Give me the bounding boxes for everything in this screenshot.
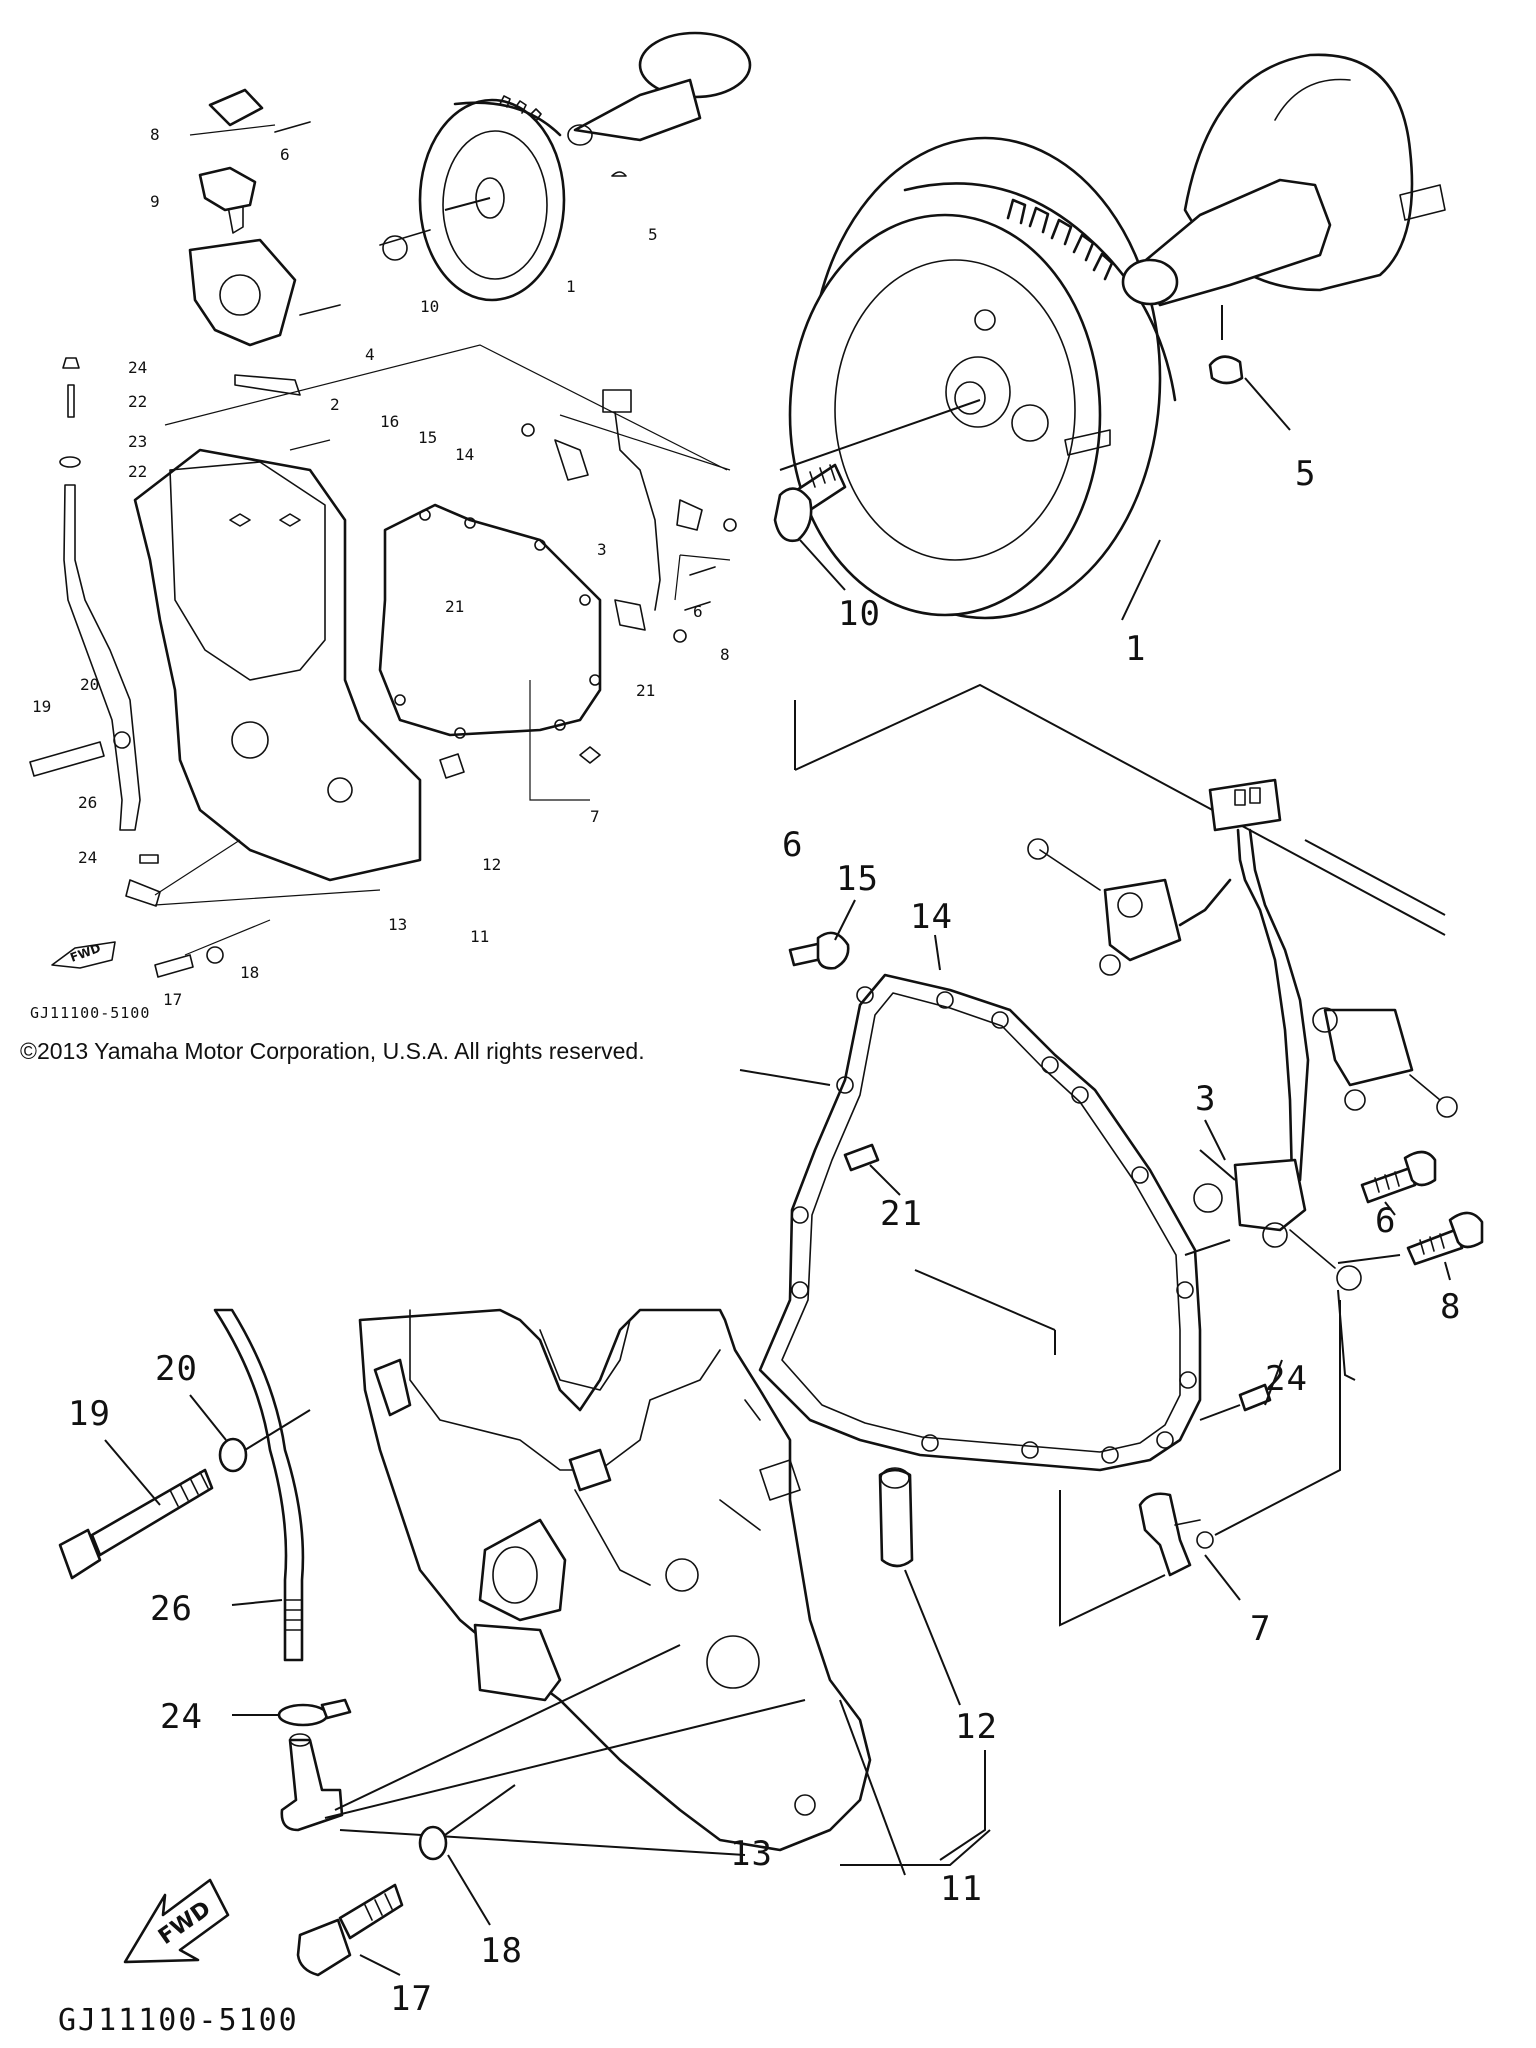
fwd-arrow: FWD — [123, 1878, 230, 1964]
fwd-label-small: FWD — [68, 941, 102, 965]
pickup-coil-harness-small — [521, 389, 737, 801]
flywheel-bolt — [773, 463, 847, 591]
callout-small-23: 22 — [128, 462, 147, 481]
dowel-pin-2 — [1238, 1383, 1272, 1412]
callout-18: 18 — [480, 1931, 523, 1971]
callout-1: 1 — [1125, 629, 1146, 669]
washer-18 — [418, 1825, 448, 1861]
callout-small-15: 15 — [418, 428, 437, 447]
callout-small-13: 13 — [388, 915, 407, 934]
bracket-small — [189, 88, 276, 212]
cover-gasket — [758, 973, 1202, 1472]
flywheel-rotor-small — [418, 95, 566, 302]
callout-3: 3 — [1195, 1079, 1216, 1119]
callout-small-8b: 8 — [720, 645, 730, 664]
callout-small-20: 20 — [80, 675, 99, 694]
callout-13: 13 — [730, 1834, 773, 1874]
callout-small-11: 11 — [470, 927, 489, 946]
callout-small-1: 1 — [566, 277, 576, 296]
callout-11: 11 — [940, 1869, 983, 1909]
callout-small-16: 16 — [380, 412, 399, 431]
callout-14: 14 — [910, 897, 953, 937]
left-parts-small — [29, 357, 465, 978]
callout-small-3: 3 — [597, 540, 607, 559]
callout-21b: 24 — [1265, 1359, 1308, 1399]
callout-small-19: 19 — [32, 697, 51, 716]
callout-small-4: 4 — [365, 345, 375, 364]
callout-small-9: 9 — [150, 192, 160, 211]
pickup-coil-harness — [1027, 778, 1458, 1381]
crankcase-small — [133, 448, 422, 882]
dowel-pin-1 — [843, 1143, 880, 1172]
callout-5: 5 — [1295, 454, 1316, 494]
callout-small-17: 17 — [163, 990, 182, 1009]
callout-small-26: 26 — [78, 793, 97, 812]
callout-small-12: 12 — [482, 855, 501, 874]
callout-small-22: 22 — [128, 392, 147, 411]
overview-callouts: 8 6 9 5 10 1 4 2 24 22 23 22 16 15 14 3 … — [32, 125, 730, 1009]
callout-small-18: 18 — [240, 963, 259, 982]
callout-small-24b: 24 — [78, 848, 97, 867]
callout-21a: 21 — [880, 1194, 923, 1234]
callout-small-14: 14 — [455, 445, 474, 464]
bolt-19 — [58, 1439, 214, 1580]
hose-clip-24 — [232, 1698, 352, 1727]
callout-19: 19 — [68, 1394, 111, 1434]
crankshaft-taper — [1121, 53, 1446, 431]
copyright-notice: ©2013 Yamaha Motor Corporation, U.S.A. A… — [20, 1038, 645, 1064]
diagram-code-small: GJ11100-5100 — [30, 1004, 150, 1022]
callout-7: 7 — [1250, 1609, 1271, 1649]
callout-15: 15 — [836, 859, 879, 899]
overview-diagram: FWD GJ11100-5100 — [29, 31, 752, 1022]
clamp-7 — [1059, 1300, 1341, 1627]
gasket-small — [378, 503, 602, 739]
callout-small-2: 2 — [330, 395, 340, 414]
callout-6b: 6 — [1375, 1201, 1396, 1241]
callout-small-21b: 21 — [636, 681, 655, 700]
flywheel-rotor — [779, 136, 1177, 620]
oil-hose-26 — [213, 1308, 305, 1662]
callout-small-5: 5 — [648, 225, 658, 244]
callout-12: 12 — [955, 1707, 998, 1747]
callout-26: 26 — [150, 1589, 193, 1629]
detail-callouts: 5 10 1 6 15 14 3 21 6 8 24 20 19 7 26 24… — [68, 454, 1461, 2019]
diagram-code: GJ11100-5100 — [58, 2003, 299, 2038]
callout-small-25: 24 — [128, 358, 147, 377]
callout-24: 24 — [160, 1697, 203, 1737]
callout-20: 20 — [155, 1349, 198, 1389]
spacer-12 — [878, 1467, 961, 1706]
callout-small-7: 7 — [590, 807, 600, 826]
callout-6a: 6 — [782, 825, 803, 865]
callout-small-21a: 21 — [445, 597, 464, 616]
callout-17: 17 — [390, 1979, 433, 2019]
callout-small-8: 8 — [150, 125, 160, 144]
callout-10: 10 — [838, 594, 881, 634]
callout-small-6b: 6 — [693, 602, 703, 621]
callout-small-10: 10 — [420, 297, 439, 316]
crankshaft-taper-small — [567, 31, 752, 177]
stator-small — [188, 181, 301, 396]
callout-small-6: 6 — [280, 145, 290, 164]
washer-20 — [218, 1437, 248, 1473]
elbow-fitting-13 — [280, 1644, 806, 1856]
fwd-arrow-small: FWD — [51, 941, 116, 969]
bolt-17 — [296, 1883, 404, 1977]
callout-8: 8 — [1440, 1287, 1461, 1327]
screw-15 — [788, 899, 856, 970]
callout-small-24a: 23 — [128, 432, 147, 451]
screws-6-8 — [1337, 1150, 1484, 1281]
